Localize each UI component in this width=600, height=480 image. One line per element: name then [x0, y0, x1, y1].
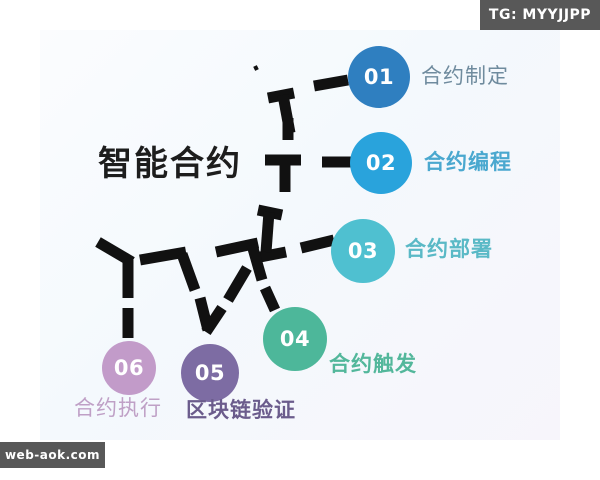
node-02-label: 合约编程 — [424, 150, 512, 174]
node-04-circle[interactable]: 04 — [263, 307, 327, 371]
node-04-label: 合约触发 — [329, 352, 417, 376]
node-03-circle[interactable]: 03 — [331, 219, 395, 283]
node-06-label: 合约执行 — [74, 396, 162, 420]
node-03-label: 合约部署 — [405, 237, 493, 261]
watermark-tg: TG: MYYJJPP — [480, 0, 600, 30]
node-02-circle[interactable]: 02 — [350, 132, 412, 194]
watermark-site: web-aok.com — [0, 442, 105, 468]
node-05-circle[interactable]: 05 — [181, 344, 239, 402]
node-06-circle[interactable]: 06 — [102, 341, 156, 395]
page-title: 智能合约 — [98, 144, 242, 184]
node-01-circle[interactable]: 01 — [348, 46, 410, 108]
node-05-label: 区块链验证 — [186, 398, 296, 422]
node-01-label: 合约制定 — [421, 64, 509, 88]
